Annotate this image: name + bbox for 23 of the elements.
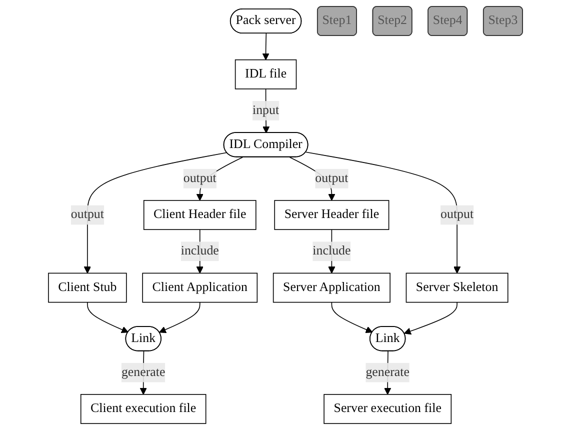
- edge-label: output: [183, 171, 216, 186]
- arrow: [331, 302, 373, 333]
- node-box: Server Application: [272, 272, 390, 303]
- edge-label: input: [252, 103, 280, 118]
- arrow: [262, 33, 270, 60]
- arrow: [404, 302, 458, 335]
- edge-label: generate: [121, 365, 166, 380]
- arrow: [87, 302, 128, 333]
- edge-label: output: [70, 208, 104, 222]
- node-box: Client execution file: [80, 394, 206, 424]
- node-box: Server Skeleton: [406, 272, 508, 303]
- node-box: Client Stub: [48, 272, 127, 303]
- edge-label: output: [440, 208, 474, 222]
- node-box: Client Application: [142, 272, 258, 303]
- arrow: [159, 302, 200, 334]
- edge-label: include: [312, 244, 351, 258]
- node-box: IDL file: [234, 59, 297, 90]
- edge-label: output: [315, 171, 348, 186]
- edge-label: generate: [366, 365, 410, 380]
- edge-label: include: [180, 244, 219, 258]
- node-box: Client Header file: [143, 200, 256, 230]
- node-box: Server execution file: [324, 394, 452, 424]
- node-box: Server Header file: [274, 200, 390, 230]
